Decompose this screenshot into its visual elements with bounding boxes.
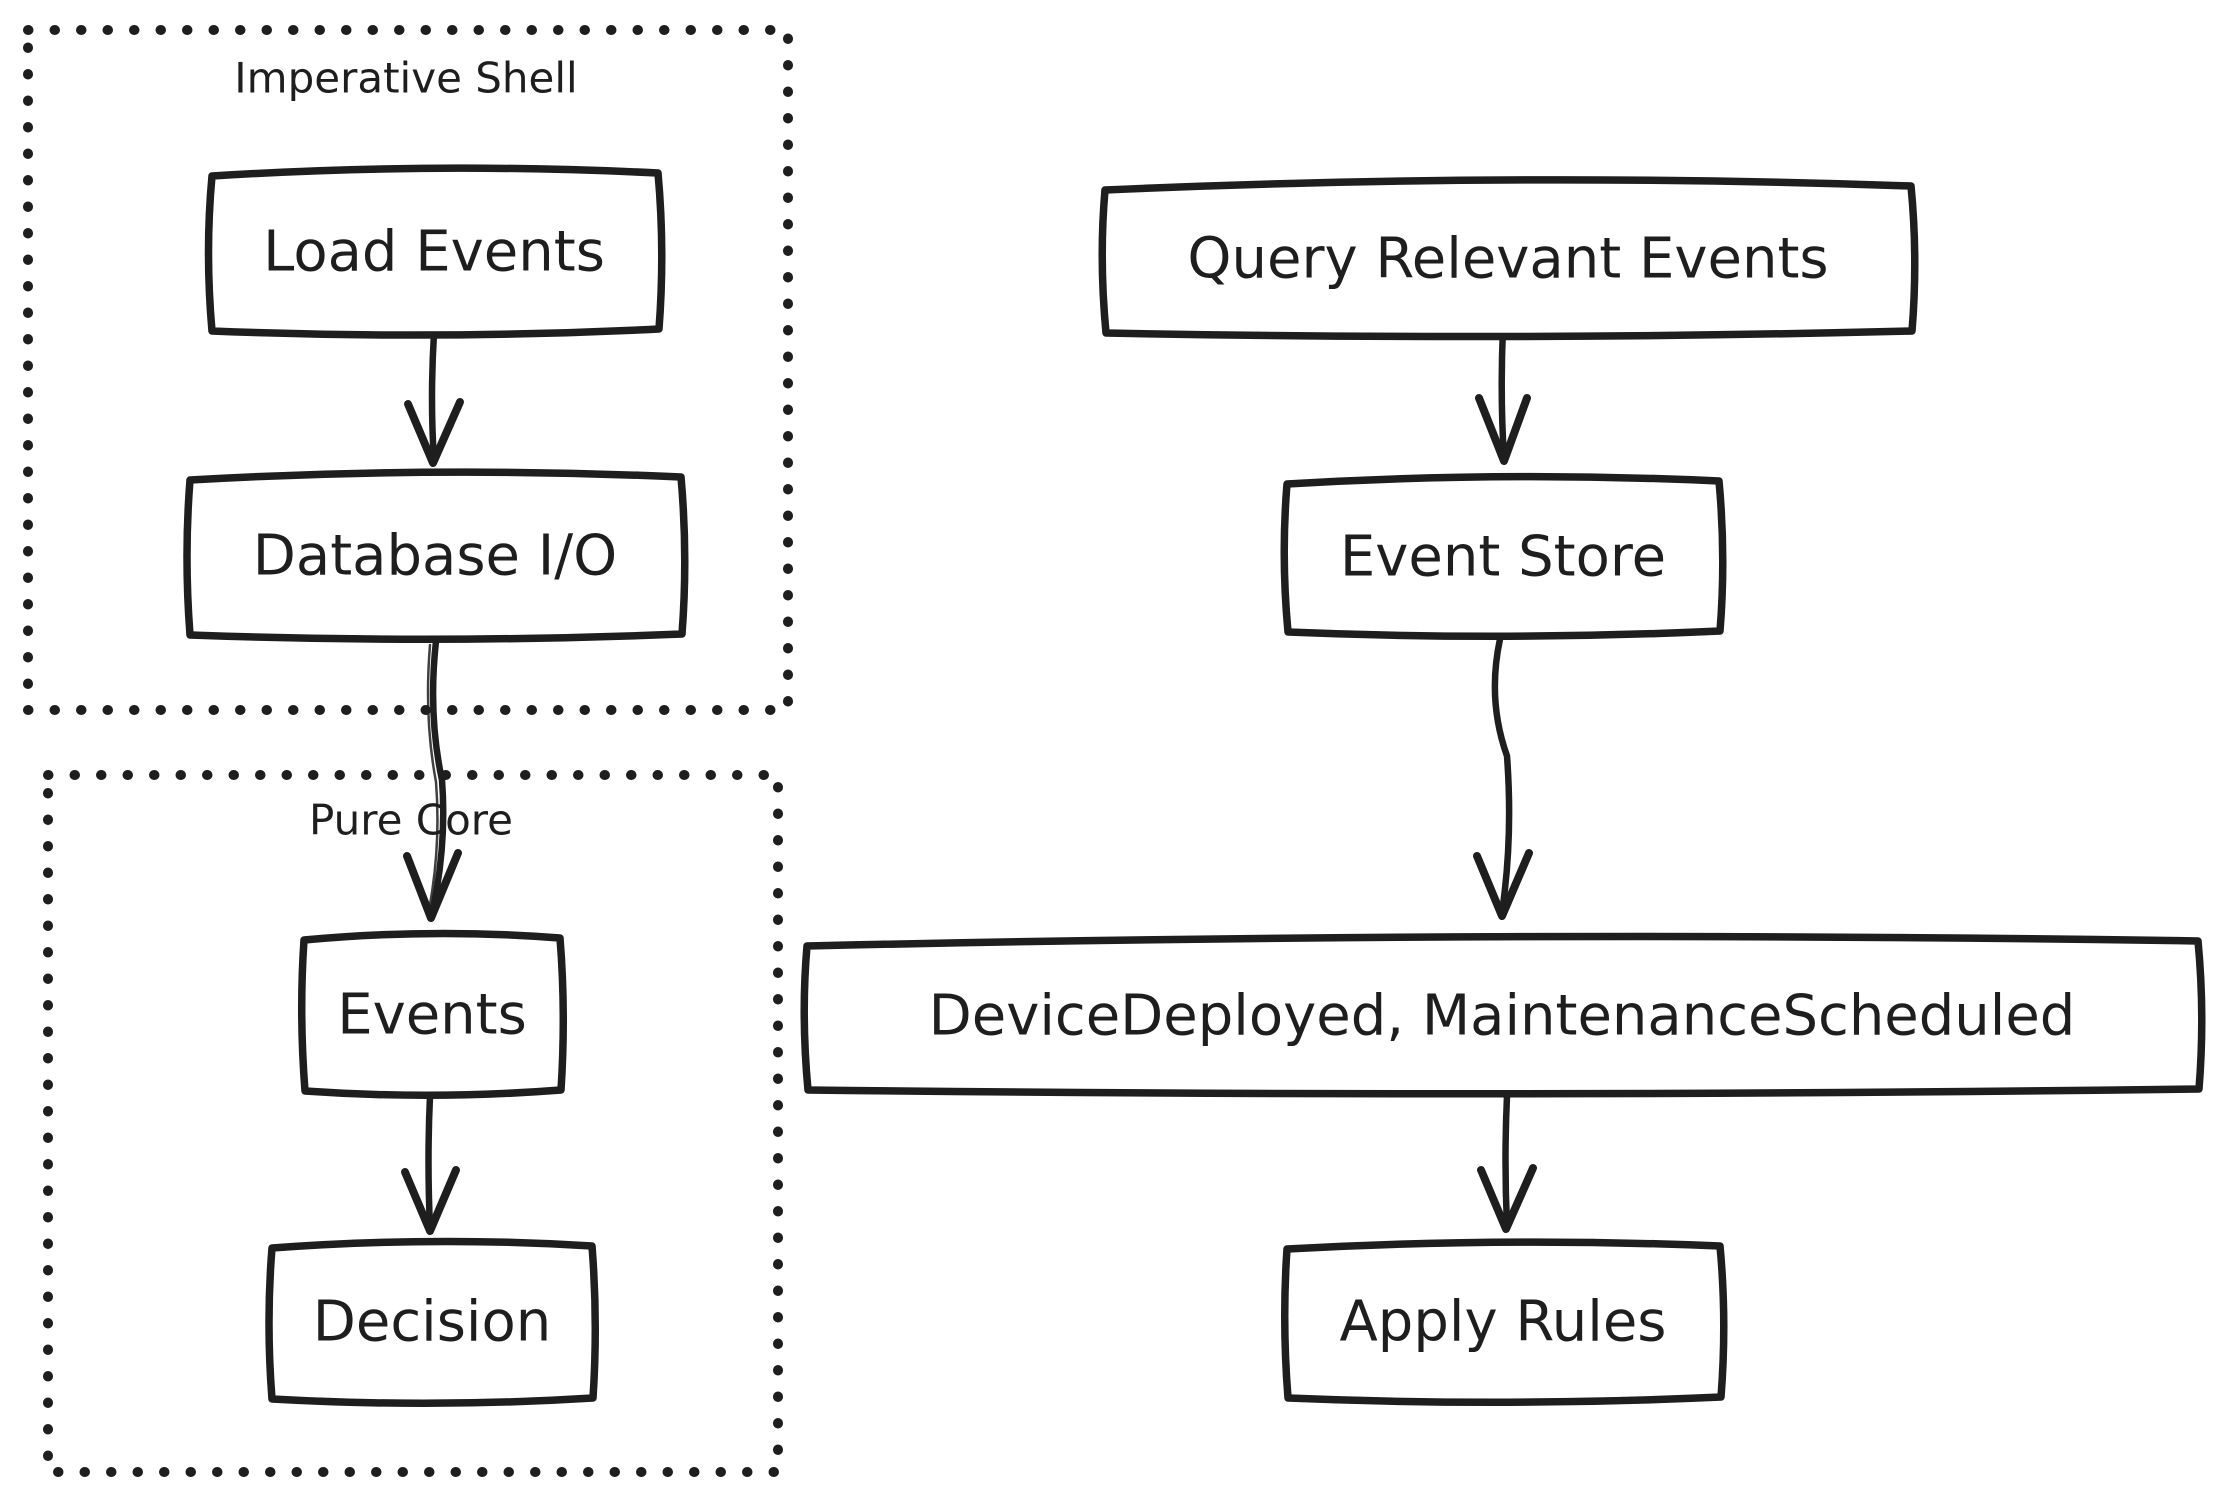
arrow-query-to-event-store [1475,324,1531,465]
arrow-shaft [425,1092,434,1232]
imperative-shell-label: Imperative Shell [234,54,577,103]
arrow-database-io-to-events [403,637,462,922]
arrow-events-list-to-apply-rules [1477,1092,1537,1233]
arrow-head [404,398,464,467]
event-store-label: Event Store [1340,525,1666,590]
load-events-label: Load Events [263,220,605,285]
arrow-shaft [428,329,438,464]
decision-label: Decision [313,1290,551,1355]
arrow-shaft [1498,324,1508,462]
container-imperative-shell: Imperative Shell [23,25,793,715]
node-load-events: Load Events [204,164,666,339]
apply-rules-box [1280,1238,1728,1407]
device-deployed-box [800,932,2206,1098]
arrow-shaft-echo [426,643,439,912]
node-device-deployed-maintenance-scheduled: DeviceDeployed, MaintenanceScheduled [800,932,2206,1098]
apply-rules-label: Apply Rules [1340,1290,1667,1355]
arrow-shaft [1491,635,1513,916]
node-apply-rules: Apply Rules [1280,1238,1728,1407]
events-box [297,929,568,1100]
arrow-head [1475,394,1531,465]
database-io-label: Database I/O [253,524,617,589]
node-query-relevant-events: Query Relevant Events [1098,176,1919,341]
container-pure-core: Pure Core [43,770,783,1477]
pure-core-label: Pure Core [309,796,513,845]
node-decision: Decision [265,1237,600,1407]
event-store-box [1280,472,1727,641]
node-event-store: Event Store [1280,472,1727,641]
node-events: Events [297,929,568,1100]
arrow-head [1477,1164,1537,1233]
query-relevant-events-box [1098,176,1919,341]
imperative-shell-border [23,25,793,715]
arrow-head [1473,849,1533,920]
query-relevant-events-label: Query Relevant Events [1187,227,1828,292]
node-database-io: Database I/O [183,468,689,644]
arrow-load-events-to-database-io [404,329,464,467]
events-label: Events [337,983,527,1048]
database-io-box [183,468,689,644]
arrow-shaft [428,637,447,918]
load-events-box [204,164,666,339]
decision-box [265,1237,600,1407]
arrow-shaft [1502,1092,1511,1230]
arrow-events-to-decision [401,1092,460,1235]
arrow-head [401,1166,460,1235]
device-deployed-label: DeviceDeployed, MaintenanceScheduled [929,984,2076,1049]
arrow-event-store-to-events-list [1473,635,1533,920]
arrow-head [403,849,462,922]
